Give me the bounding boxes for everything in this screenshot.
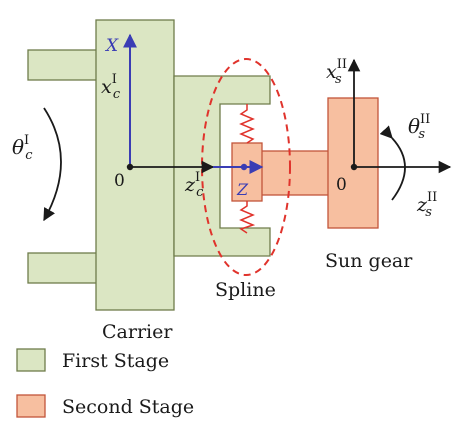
sun-z-coord-sub: s	[425, 205, 432, 220]
sun-x-coord-sub: s	[335, 72, 342, 87]
sun-gear-shaft	[257, 150, 333, 196]
carrier-theta-sub: c	[25, 148, 33, 163]
spline-z-axis-label: Z	[236, 180, 249, 199]
sun-gear-label: Sun gear	[325, 250, 413, 272]
sun-z-coord-base: z	[416, 194, 428, 216]
upper-spring	[239, 104, 255, 144]
carrier-theta-sup: I	[24, 133, 29, 148]
carrier-z-coord-sub: c	[196, 185, 204, 200]
carrier-theta-base: θ	[12, 135, 24, 159]
spline-label: Spline	[215, 279, 276, 301]
legend-swatch-second-stage	[16, 394, 46, 418]
sun-rotation-arrow	[379, 125, 406, 201]
carrier-x-coord-sub: c	[113, 87, 121, 102]
spline-origin-dot	[240, 163, 248, 171]
carrier-upper-arm	[27, 49, 99, 81]
sun-origin-label: 0	[336, 175, 347, 195]
carrier-body	[27, 19, 271, 311]
carrier-lower-arm	[27, 252, 99, 284]
legend-label-second-stage: Second Stage	[62, 396, 194, 418]
carrier-origin-label: 0	[114, 171, 125, 191]
sun-origin-dot	[350, 163, 358, 171]
sun-theta-base: θ	[408, 114, 420, 138]
legend: First Stage Second Stage	[16, 348, 194, 418]
carrier-z-coord-sup: I	[195, 170, 200, 185]
carrier-spline-housing	[173, 75, 271, 257]
carrier-main-block	[95, 19, 175, 311]
carrier-x-coord-sup: I	[112, 72, 117, 87]
sun-z-coord-sup: II	[427, 190, 437, 205]
sun-gear-body	[231, 97, 379, 229]
legend-label-first-stage: First Stage	[62, 350, 169, 372]
sun-x-coord-base: x	[326, 61, 337, 83]
carrier-rotation-arrow	[43, 107, 62, 222]
carrier-x-coord-base: x	[101, 76, 112, 98]
carrier-z-coord-base: z	[184, 174, 196, 196]
spline-highlight-ellipse	[201, 58, 291, 276]
sun-x-coord-sup: II	[337, 57, 347, 72]
carrier-origin-dot	[126, 163, 134, 171]
sun-gear-disk	[327, 97, 379, 229]
legend-swatch-first-stage	[16, 348, 46, 372]
sun-theta-sub: s	[418, 127, 425, 142]
carrier-label: Carrier	[102, 321, 173, 343]
lower-spring	[239, 201, 256, 234]
sun-theta-sup: II	[420, 112, 430, 127]
carrier-x-axis-label: X	[104, 36, 119, 56]
